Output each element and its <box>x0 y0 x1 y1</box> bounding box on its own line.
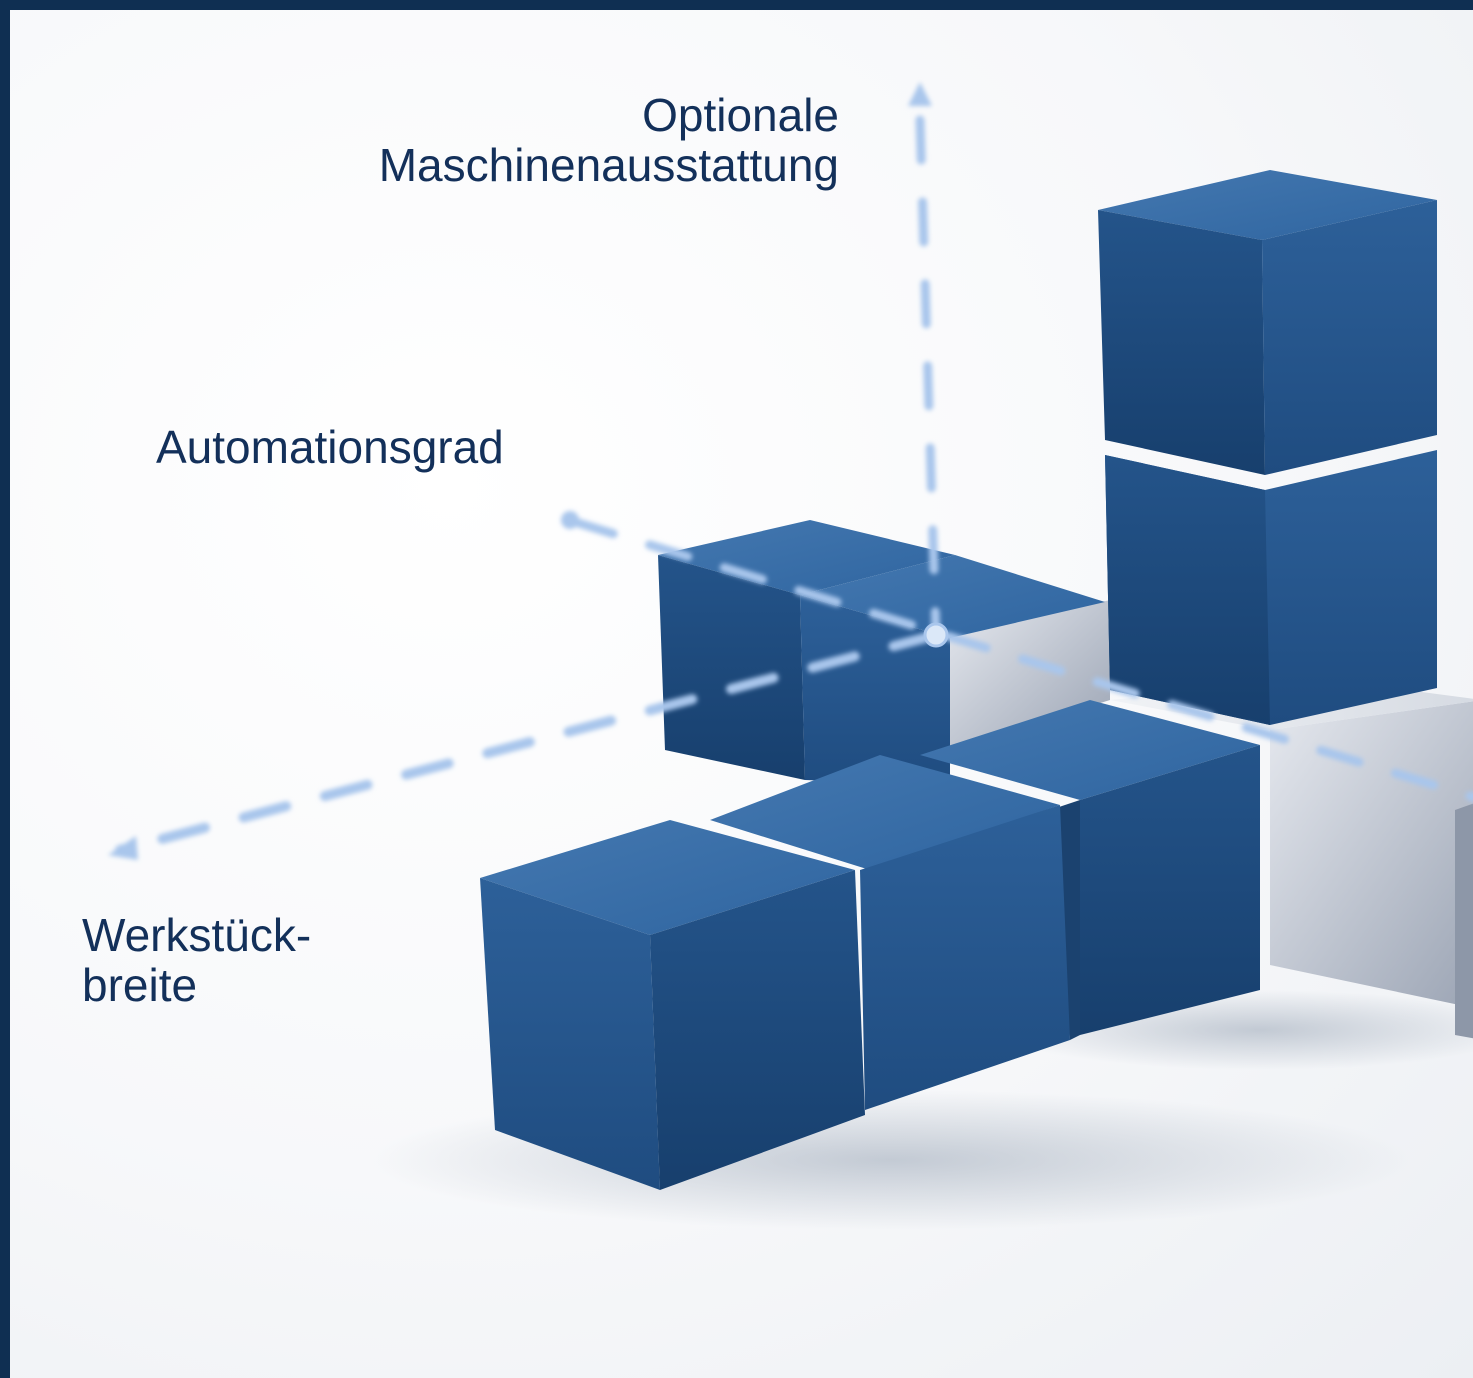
blue-cube-front-left <box>480 820 865 1190</box>
vertical-axis <box>908 82 941 640</box>
cube-scene <box>108 82 1473 1230</box>
arrow-down-left-icon <box>108 836 138 860</box>
depth-axis <box>561 511 1473 802</box>
blue-cube-front-middle <box>710 755 1070 1110</box>
width-axis-label: Werkstück- breite <box>82 909 312 1011</box>
width-axis <box>108 630 941 860</box>
arrow-left-icon <box>561 511 579 529</box>
vertical-axis-label: Optionale Maschinenausstattung <box>378 89 839 191</box>
blue-cube-stack-top <box>1098 170 1437 475</box>
blue-cube-stack-bottom <box>1105 450 1437 725</box>
arrow-up-icon <box>908 82 932 106</box>
axis-origin <box>923 622 949 648</box>
depth-axis-label: Automationsgrad <box>156 421 504 473</box>
blue-cube-back-left <box>658 520 955 780</box>
silver-cube <box>1455 803 1473 1039</box>
